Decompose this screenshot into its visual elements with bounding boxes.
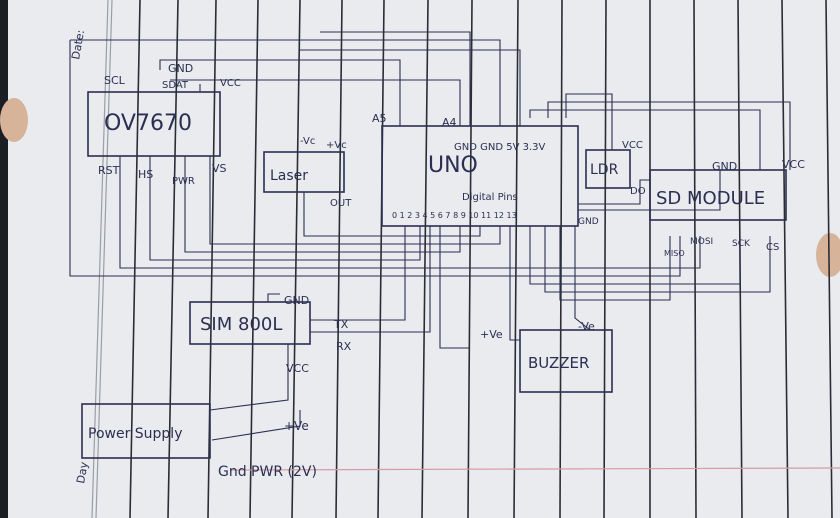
laser-minus-label: -Vc xyxy=(300,136,315,147)
laser-out-label: OUT xyxy=(330,198,352,209)
ov-scl-label: SCL xyxy=(104,74,126,87)
paper-sheet xyxy=(8,0,840,518)
sd-sck-label: SCK xyxy=(732,239,751,249)
ov-gnd-label: GND xyxy=(168,62,193,75)
sd-mosi-label: MOSI xyxy=(690,237,713,247)
ov-hs-label: HS xyxy=(138,168,153,181)
left-finger xyxy=(0,98,28,142)
sd-miso-label: MISO xyxy=(664,249,685,258)
right-finger xyxy=(816,233,840,277)
uno-power-pins-label: GND GND 5V 3.3V xyxy=(454,142,546,153)
ov7670-box xyxy=(87,91,221,157)
ov7670-label: OV7670 xyxy=(104,111,192,136)
ov-sdat-label: SDAT xyxy=(162,80,189,91)
uno-a4-label: A4 xyxy=(442,116,457,129)
sim800l-box xyxy=(189,301,311,345)
buzzer-minus-label: -Ve xyxy=(578,320,595,333)
ldr-box xyxy=(585,149,631,189)
uno-gnd-label: GND xyxy=(578,217,599,227)
power-supply-label: Power Supply xyxy=(88,426,183,442)
sd-vcc-label: VCC xyxy=(782,158,805,171)
sim-rx-label: RX xyxy=(336,340,352,353)
ldr-do-label: DO xyxy=(630,186,646,197)
sim-tx-label: TX xyxy=(333,318,349,331)
ov-pwr-label: PWR xyxy=(172,176,195,187)
margin-line-2 xyxy=(95,0,113,518)
laser-label: Laser xyxy=(270,168,308,184)
buzzer-box xyxy=(519,329,613,393)
laser-plus-label: +Vc xyxy=(326,140,347,151)
wiring xyxy=(69,31,791,441)
ldr-vcc-label: VCC xyxy=(622,140,643,151)
buzzer-plus-label: +Ve xyxy=(480,328,503,341)
psu-plus-label: +Ve xyxy=(284,419,309,433)
sd-module-box xyxy=(649,169,787,221)
ov-vcc-label: VCC xyxy=(220,78,241,89)
date-label: Date: xyxy=(69,29,87,61)
sim-vcc-label: VCC xyxy=(286,362,309,375)
sim800l-label: SIM 800L xyxy=(200,314,282,335)
power-supply-box xyxy=(81,403,211,459)
sd-module-label: SD MODULE xyxy=(656,188,765,209)
ov-rst-label: RST xyxy=(98,164,120,177)
uno-label: UNO xyxy=(428,153,478,178)
psu-ground-label: Gnd PWR (2V) xyxy=(218,464,317,480)
sim-gnd-label: GND xyxy=(284,294,309,307)
ldr-label: LDR xyxy=(590,162,619,178)
sd-cs-label: CS xyxy=(766,242,779,253)
buzzer-label: BUZZER xyxy=(528,354,589,372)
margin-line-1 xyxy=(91,0,109,518)
uno-digital-pins-label: Digital Pins xyxy=(462,192,518,203)
uno-a5-label: A5 xyxy=(372,112,387,125)
uno-pin-numbers: 0 1 2 3 4 5 6 7 8 9 10 11 12 13 xyxy=(392,211,517,220)
red-rule xyxy=(229,467,840,471)
day-label: Day xyxy=(74,460,91,484)
ov-vs-label: VS xyxy=(212,162,227,175)
sd-gnd-label: GND xyxy=(712,160,737,173)
